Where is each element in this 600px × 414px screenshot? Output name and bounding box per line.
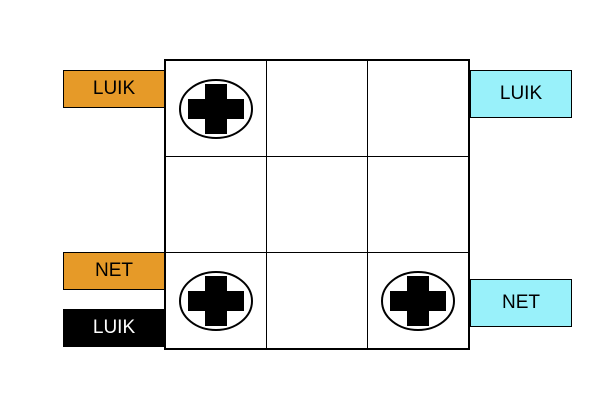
grid-cell-r2c2	[267, 157, 368, 253]
cross-circle-icon	[179, 270, 253, 331]
grid-cell-r1c2	[267, 61, 368, 157]
label-bottom-left-lower: LUIK	[63, 309, 165, 347]
grid-cell-r2c3	[368, 157, 468, 253]
label-bottom-right: NET	[470, 279, 572, 327]
label-top-right: LUIK	[470, 70, 572, 118]
grid-diagram	[164, 59, 470, 350]
grid-cell-r3c2	[267, 253, 368, 348]
grid-cell-r1c1	[166, 61, 267, 157]
grid-cell-r3c1	[166, 253, 267, 348]
grid-cell-r1c3	[368, 61, 468, 157]
grid-cell-r3c3	[368, 253, 468, 348]
cross-circle-icon	[179, 78, 253, 139]
cross-circle-icon	[381, 270, 455, 331]
label-top-left: LUIK	[63, 70, 165, 108]
label-bottom-left-upper: NET	[63, 252, 165, 290]
grid-cell-r2c1	[166, 157, 267, 253]
